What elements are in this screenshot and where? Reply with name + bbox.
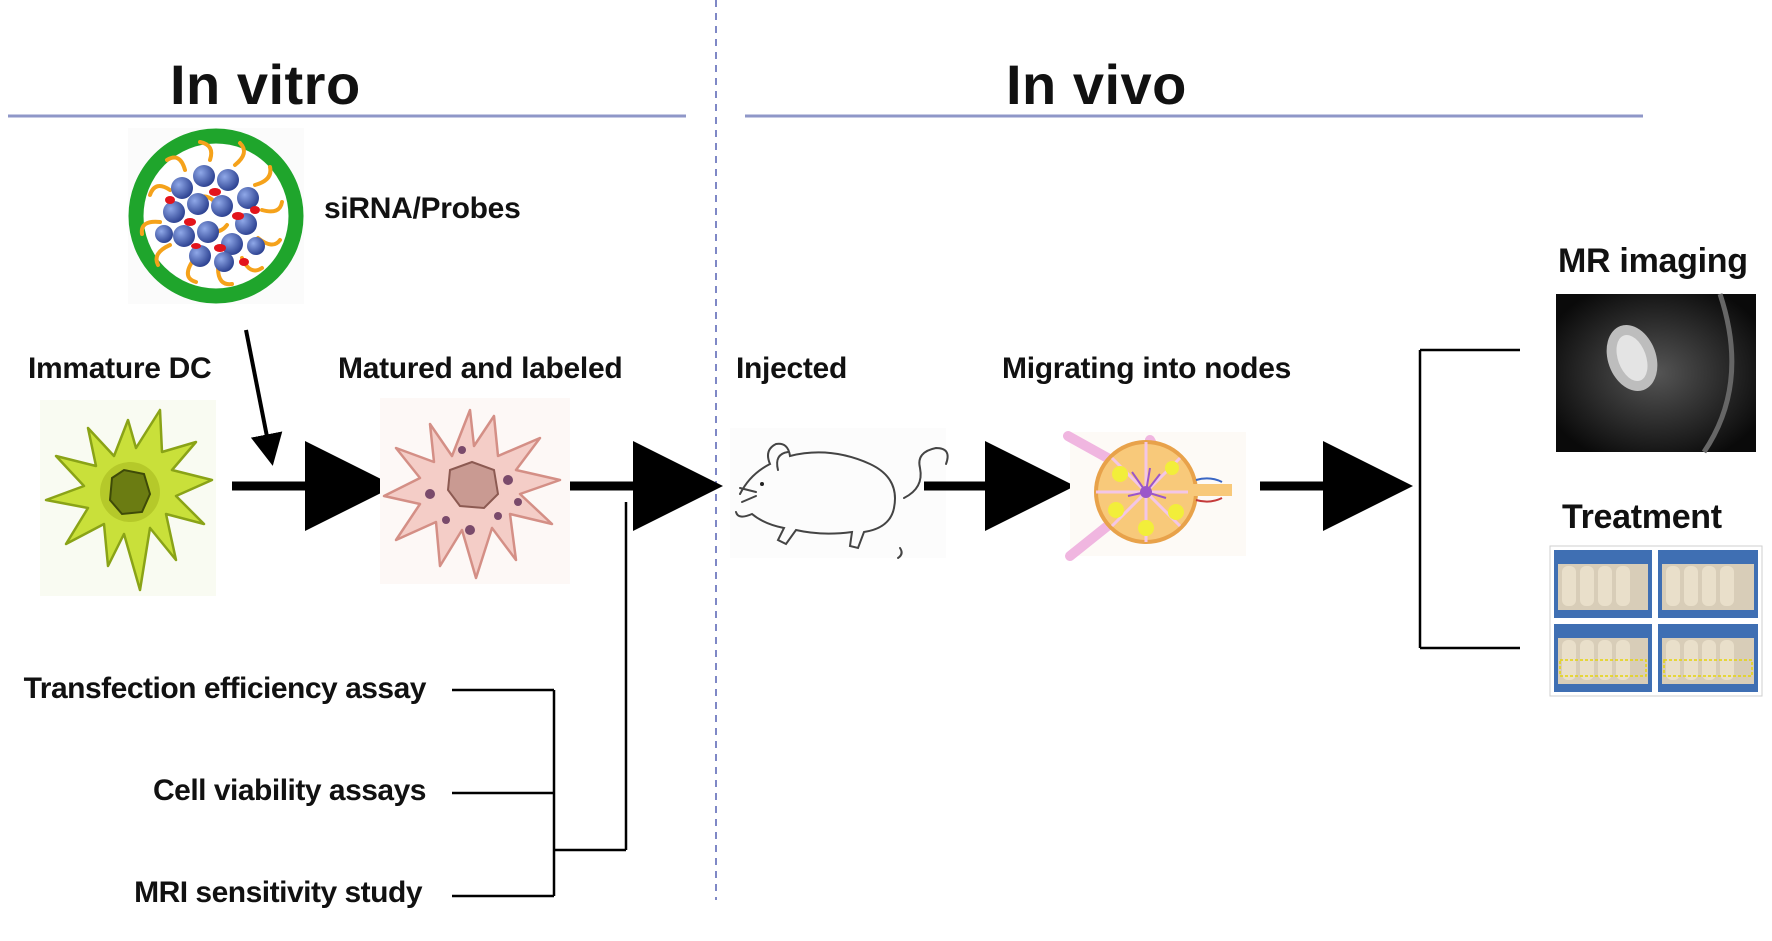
treatment-image: [1549, 545, 1763, 697]
outcome-bracket: [1418, 348, 1520, 650]
injected-label: Injected: [736, 352, 847, 385]
sirna-probes-label: siRNA/Probes: [324, 192, 521, 225]
in-vitro-title: In vitro: [170, 53, 361, 116]
treatment-photo-2: [1658, 550, 1758, 618]
assay-transfection: Transfection efficiency assay: [23, 672, 427, 705]
treatment-photo-3: [1554, 624, 1652, 692]
mr-imaging-label: MR imaging: [1558, 242, 1748, 280]
sirna-delivery-arrow: [244, 329, 283, 466]
assay-mri-sensitivity: MRI sensitivity study: [134, 876, 422, 909]
treatment-photo-4: [1658, 624, 1758, 692]
mouse-icon: [730, 428, 949, 559]
immature-dc-label: Immature DC: [28, 352, 212, 385]
mr-image: [1556, 293, 1756, 454]
immature-dc-cell-icon: [40, 400, 216, 596]
treatment-photo-1: [1554, 550, 1652, 618]
lymph-node-icon: [1063, 431, 1246, 561]
matured-dc-cell-icon: [380, 398, 570, 584]
migrating-label: Migrating into nodes: [1002, 352, 1291, 385]
treatment-label: Treatment: [1562, 498, 1722, 536]
matured-labeled-label: Matured and labeled: [338, 352, 623, 385]
nanoparticle-icon: [128, 128, 304, 304]
assay-viability: Cell viability assays: [152, 774, 427, 807]
assay-bracket: [452, 502, 628, 898]
in-vivo-title: In vivo: [1006, 53, 1187, 116]
